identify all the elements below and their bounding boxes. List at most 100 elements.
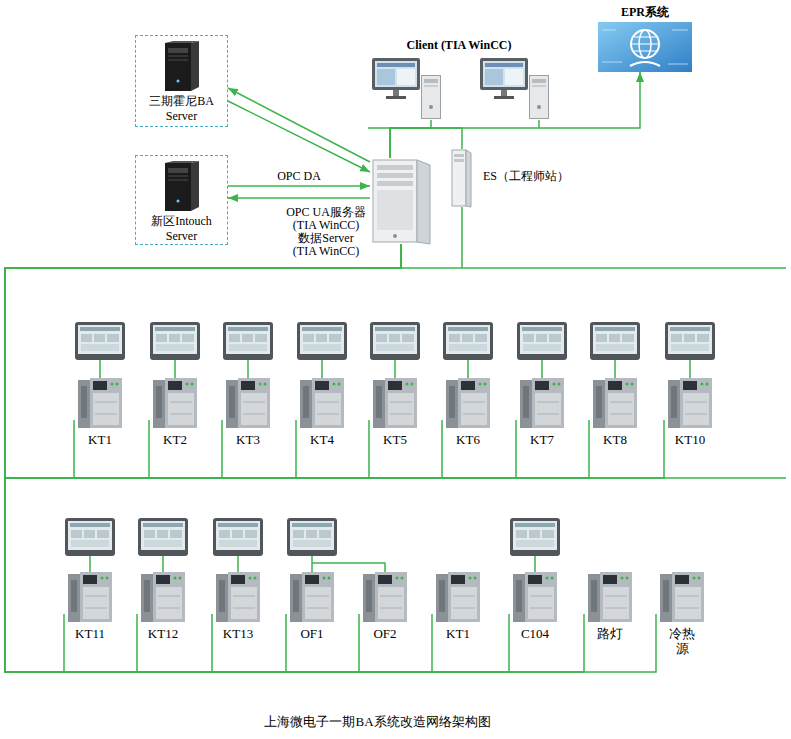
es-bay — [454, 159, 464, 162]
server-bay — [377, 181, 413, 186]
plc-node: KT5 — [369, 374, 421, 448]
connector — [228, 197, 370, 199]
node-label: KT1 — [446, 626, 470, 641]
hmi-panel — [590, 322, 640, 360]
connector — [5, 244, 656, 672]
node-label: KT13 — [223, 626, 253, 641]
hmi-panel — [138, 518, 188, 556]
plc-node: KT11 — [64, 568, 116, 642]
connector — [5, 244, 401, 478]
hmi-panel — [287, 518, 337, 556]
client-monitor — [480, 58, 528, 99]
node-label: 路灯 — [597, 626, 623, 641]
edge-label: OPC DA — [275, 169, 323, 183]
plc-node: KT13 — [212, 568, 264, 642]
plc-unit — [153, 378, 197, 428]
hmi-panel — [223, 322, 273, 360]
hmi-panel — [510, 518, 560, 556]
connector — [5, 244, 509, 672]
connector — [5, 244, 401, 672]
engineer-station: ES（工程师站） — [451, 149, 473, 207]
hmi-panel — [297, 322, 347, 360]
server-box: 三期霍尼BA Server — [135, 35, 228, 127]
node-label: 新区Intouch Server — [151, 214, 212, 244]
plc-unit — [436, 572, 480, 622]
plc-unit — [290, 572, 334, 622]
node-label: Client (TIA WinCC) — [366, 38, 552, 53]
plc-node: OF2 — [359, 568, 411, 642]
node-label: KT8 — [603, 432, 627, 447]
es-bay — [454, 154, 464, 157]
connector — [5, 244, 401, 478]
plc-unit — [216, 572, 260, 622]
client-tower — [530, 76, 549, 119]
server-bay — [377, 165, 413, 170]
node-label: KT12 — [148, 626, 178, 641]
connector — [228, 185, 370, 187]
connector — [228, 88, 370, 162]
plc-unit — [68, 572, 112, 622]
connector — [5, 244, 401, 672]
node-label: 冷热源 — [669, 626, 695, 656]
node-label: C104 — [521, 626, 549, 641]
plc-unit — [668, 378, 712, 428]
client-tower — [422, 76, 441, 119]
connector — [390, 72, 640, 158]
plc-node: KT2 — [149, 374, 201, 448]
node-label: KT2 — [163, 432, 187, 447]
connector — [5, 244, 401, 478]
plc-node: KT1 — [432, 568, 484, 642]
connector — [5, 244, 401, 478]
plc-unit — [520, 378, 564, 428]
node-label: 数据Server (TIA WinCC) — [286, 232, 366, 258]
plc-node: OF1 — [286, 568, 338, 642]
node-label: KT5 — [383, 432, 407, 447]
connector — [5, 244, 664, 478]
connector — [5, 244, 584, 672]
connector — [5, 244, 401, 478]
node-label: OPC UA服务器 (TIA WinCC) — [286, 206, 366, 232]
node-label: 三期霍尼BA Server — [149, 94, 214, 124]
connector — [390, 120, 431, 158]
hmi-panel — [443, 322, 493, 360]
plc-node: KT3 — [222, 374, 274, 448]
network-wire — [5, 120, 786, 572]
epr-hands — [630, 62, 660, 66]
plc-unit — [300, 378, 344, 428]
node-label: KT6 — [456, 432, 480, 447]
server-panel — [377, 190, 413, 230]
node-label: KT7 — [530, 432, 554, 447]
plc-node: KT4 — [296, 374, 348, 448]
node-label: KT3 — [236, 432, 260, 447]
node-label: KT1 — [88, 432, 112, 447]
hmi-panel — [75, 322, 125, 360]
client-group: Client (TIA WinCC) — [366, 38, 552, 120]
hmi-panel — [517, 322, 567, 360]
server-side — [417, 160, 430, 244]
epr-globe — [631, 30, 659, 58]
caption: 上海微电子一期BA系统改造网络架构图 — [0, 714, 755, 730]
connector — [5, 244, 401, 672]
plc-node: 路灯 — [584, 568, 636, 642]
client-monitor — [372, 58, 420, 99]
plc-unit — [141, 572, 185, 622]
connector — [390, 128, 462, 158]
plc-unit — [513, 572, 557, 622]
connector — [5, 244, 401, 672]
connector — [5, 244, 432, 672]
connector — [5, 244, 516, 478]
hmi-panel — [213, 518, 263, 556]
plc-unit — [363, 572, 407, 622]
hmi-panel — [665, 322, 715, 360]
hmi-panel — [65, 518, 115, 556]
plc-unit — [78, 378, 122, 428]
plc-node: KT12 — [137, 568, 189, 642]
epr-globe — [631, 37, 659, 51]
connector — [228, 101, 370, 172]
plc-unit — [226, 378, 270, 428]
es-front — [452, 150, 466, 206]
server-icon — [165, 41, 199, 91]
server-bay — [377, 173, 413, 178]
connector — [5, 244, 589, 478]
